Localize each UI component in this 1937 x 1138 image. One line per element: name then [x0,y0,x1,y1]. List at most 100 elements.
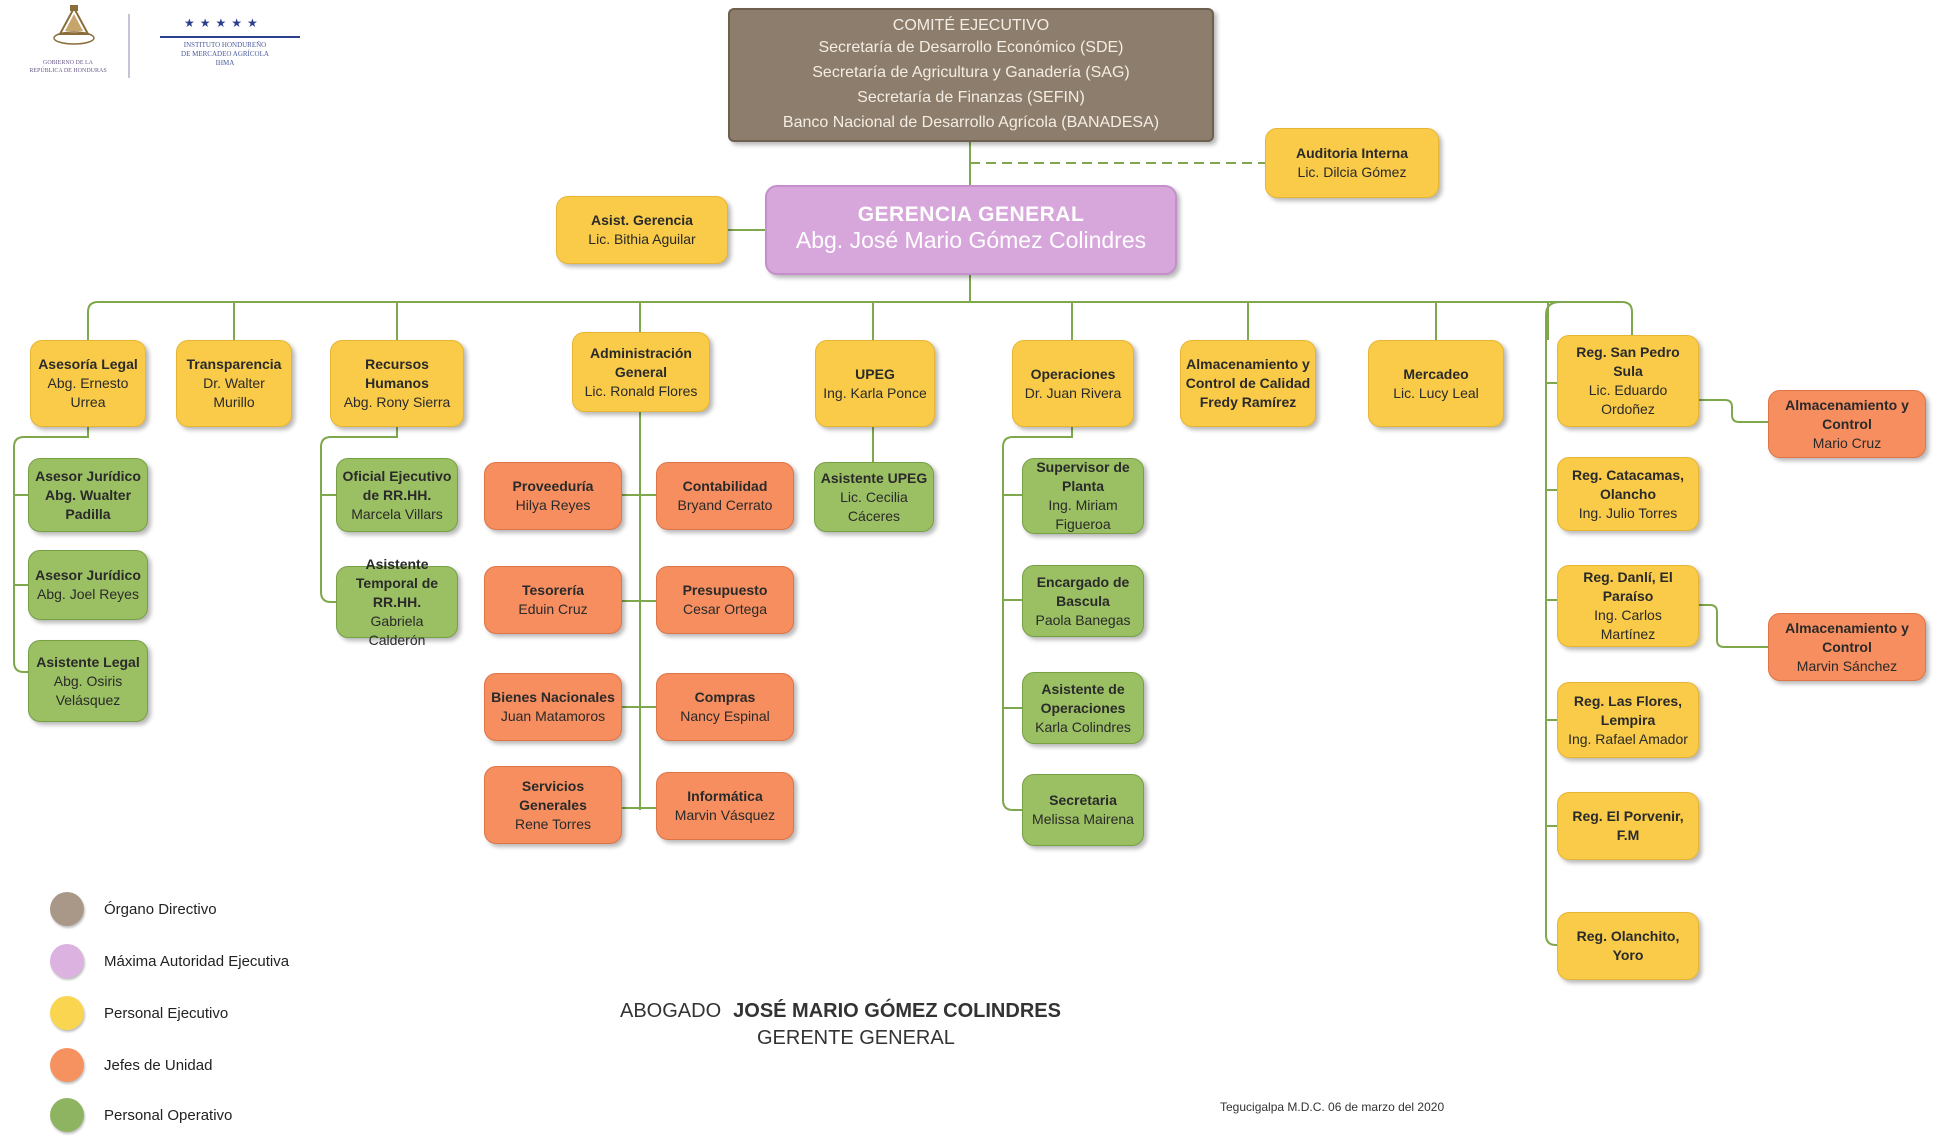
asist-upeg-title: Asistente UPEG [820,469,928,486]
informatica-title: Informática [687,788,763,804]
logo-divider [128,14,130,78]
asist-upeg-person: Lic. Cecilia Cáceres [840,488,908,524]
presupuesto-box: Presupuesto Cesar Ortega [656,566,794,634]
ihma-logo-text: INSTITUTO HONDUREÑO DE MERCADEO AGRÍCOLA… [181,41,269,67]
asist-gerencia-box: Asist. Gerencia Lic. Bithia Aguilar [556,196,728,264]
legend-dot-green [50,1098,84,1132]
asist-gerencia-title: Asist. Gerencia [591,212,693,228]
signature-name: JOSÉ MARIO GÓMEZ COLINDRES [733,1000,1061,1022]
reg-danli-box: Reg. Danlí, El Paraíso Ing. Carlos Martí… [1557,565,1699,647]
bienes-nacionales-box: Bienes Nacionales Juan Matamoros [484,673,622,741]
asesoria-legal-box: Asesoría Legal Abg. Ernesto Urrea [30,340,146,427]
alm-sanchez-person: Marvin Sánchez [1796,657,1898,674]
signature-role: GERENTE GENERAL [757,1027,955,1049]
servicios-generales-box: Servicios Generales Rene Torres [484,766,622,844]
recursos-humanos-box: Recursos Humanos Abg. Rony Sierra [330,340,464,427]
asistente-temporal-rrhh-box: Asistente Temporal de RR.HH. Gabriela Ca… [336,556,458,648]
legend-dot-purple [50,944,84,978]
rrhh-person: Abg. Rony Sierra [343,394,451,410]
almacenamiento-title: Almacenamiento y Control de Calidad Fred… [1185,356,1311,410]
asist-temp-person: Gabriela Calderón [368,612,426,648]
secretaria-person: Melissa Mairena [1032,811,1134,827]
tesoreria-box: Tesorería Eduin Cruz [484,566,622,634]
asesor2-title: Asesor Jurídico [35,567,141,583]
comite-title: COMITÉ EJECUTIVO [892,16,1050,34]
oficial-rrhh-person: Marcela Villars [351,505,443,522]
gerencia-general-box: GERENCIA GENERAL Abg. José Mario Gómez C… [765,185,1177,275]
reg-el-porvenir-box: Reg. El Porvenir, F.M [1557,792,1699,860]
secretaria-box: Secretaria Melissa Mairena [1022,774,1144,846]
transparencia-box: Transparencia Dr. Walter Murillo [176,340,292,427]
informatica-box: Informática Marvin Vásquez [656,772,794,840]
bienes-person: Juan Matamoros [500,708,606,724]
admin-person: Lic. Ronald Flores [584,382,698,399]
legend-label: Órgano Directivo [104,900,217,918]
proveeduria-title: Proveeduría [512,478,594,494]
reg-catacamas-title: Reg. Catacamas, Olancho [1571,466,1685,502]
operaciones-title: Operaciones [1030,365,1116,382]
administracion-general-box: Administración General Lic. Ronald Flore… [572,332,710,412]
ihma-logo: ★★★★★ INSTITUTO HONDUREÑO DE MERCADEO AG… [140,16,300,76]
reg-flores-title: Reg. Las Flores, Lempira [1573,692,1683,728]
asist-legal-title: Asistente Legal [36,653,140,670]
bascula-title: Encargado de Bascula [1036,573,1130,609]
proveeduria-box: Proveeduría Hilya Reyes [484,462,622,530]
legend-personal-ejecutivo: Personal Ejecutivo [50,996,228,1030]
reg-catacamas-box: Reg. Catacamas, Olancho Ing. Julio Torre… [1557,457,1699,531]
mercadeo-box: Mercadeo Lic. Lucy Leal [1368,340,1504,427]
legend-jefes-unidad: Jefes de Unidad [50,1048,212,1082]
legend-label: Máxima Autoridad Ejecutiva [104,952,290,970]
auditoria-interna-box: Auditoria Interna Lic. Dilcia Gómez [1265,128,1439,198]
supervisor-person: Ing. Miriam Figueroa [1048,497,1118,532]
government-logo-text: GOBIERNO DE LA REPÚBLICA DE HONDURAS [29,60,107,74]
mercadeo-title: Mercadeo [1403,365,1469,382]
tesoreria-title: Tesorería [522,582,584,598]
asistente-upeg-box: Asistente UPEG Lic. Cecilia Cáceres [814,462,934,532]
gerencia-person: Abg. José Mario Gómez Colindres [795,226,1147,253]
legend-label: Personal Operativo [104,1106,233,1124]
asist-legal-person: Abg. Osiris Velásquez [53,672,123,708]
reg-san-pedro-sula-box: Reg. San Pedro Sula Lic. Eduardo Ordoñez [1557,335,1699,427]
supervisor-planta-box: Supervisor de Planta Ing. Miriam Figuero… [1022,458,1144,534]
upeg-box: UPEG Ing. Karla Ponce [815,340,935,427]
alm-cruz-person: Mario Cruz [1812,434,1882,451]
stars-icon: ★★★★★ [184,16,263,30]
reg-sps-title: Reg. San Pedro Sula [1576,344,1680,379]
tesoreria-person: Eduin Cruz [518,601,588,617]
servicios-person: Rene Torres [514,815,591,832]
encargado-bascula-box: Encargado de Bascula Paola Banegas [1022,565,1144,637]
alm-cruz-title: Almacenamiento y Control [1785,396,1909,432]
asesoria-legal-title: Asesoría Legal [38,356,138,372]
legend-personal-operativo: Personal Operativo [50,1098,232,1132]
presupuesto-title: Presupuesto [682,582,768,598]
reg-las-flores-box: Reg. Las Flores, Lempira Ing. Rafael Ama… [1557,682,1699,758]
admin-title: Administración General [590,344,692,380]
auditoria-person: Lic. Dilcia Gómez [1297,164,1407,180]
reg-flores-person: Ing. Rafael Amador [1568,730,1688,747]
oficial-ejecutivo-rrhh-box: Oficial Ejecutivo de RR.HH. Marcela Vill… [336,458,458,532]
operaciones-box: Operaciones Dr. Juan Rivera [1012,340,1134,427]
legend-dot-orange [50,1048,84,1082]
bascula-person: Paola Banegas [1035,611,1131,628]
upeg-title: UPEG [855,365,895,382]
legend-label: Jefes de Unidad [104,1056,213,1074]
compras-person: Nancy Espinal [680,708,770,724]
almacenamiento-calidad-box: Almacenamiento y Control de Calidad Fred… [1180,340,1316,427]
government-logo: GOBIERNO DE LA REPÚBLICA DE HONDURAS [8,4,128,82]
asistente-operaciones-box: Asistente de Operaciones Karla Colindres [1022,672,1144,744]
honduras-coat-of-arms-icon [53,5,95,45]
proveeduria-person: Hilya Reyes [515,497,591,513]
compras-title: Compras [694,689,756,705]
legend-dot-yellow [50,996,84,1030]
reg-catacamas-person: Ing. Julio Torres [1578,504,1678,521]
reg-olanchito-title: Reg. Olanchito, Yoro [1576,928,1680,963]
reg-olanchito-box: Reg. Olanchito, Yoro [1557,912,1699,980]
legend-maxima-autoridad: Máxima Autoridad Ejecutiva [50,944,289,978]
comite-ejecutivo-box: COMITÉ EJECUTIVO Secretaría de Desarroll… [728,8,1214,142]
almacenamiento-control-marvin-sanchez-box: Almacenamiento y Control Marvin Sánchez [1768,613,1926,681]
asist-oper-title: Asistente de Operaciones [1040,680,1126,716]
gerencia-title: GERENCIA GENERAL [857,202,1085,226]
almacenamiento-control-mario-cruz-box: Almacenamiento y Control Mario Cruz [1768,390,1926,458]
asist-gerencia-person: Lic. Bithia Aguilar [588,231,696,247]
